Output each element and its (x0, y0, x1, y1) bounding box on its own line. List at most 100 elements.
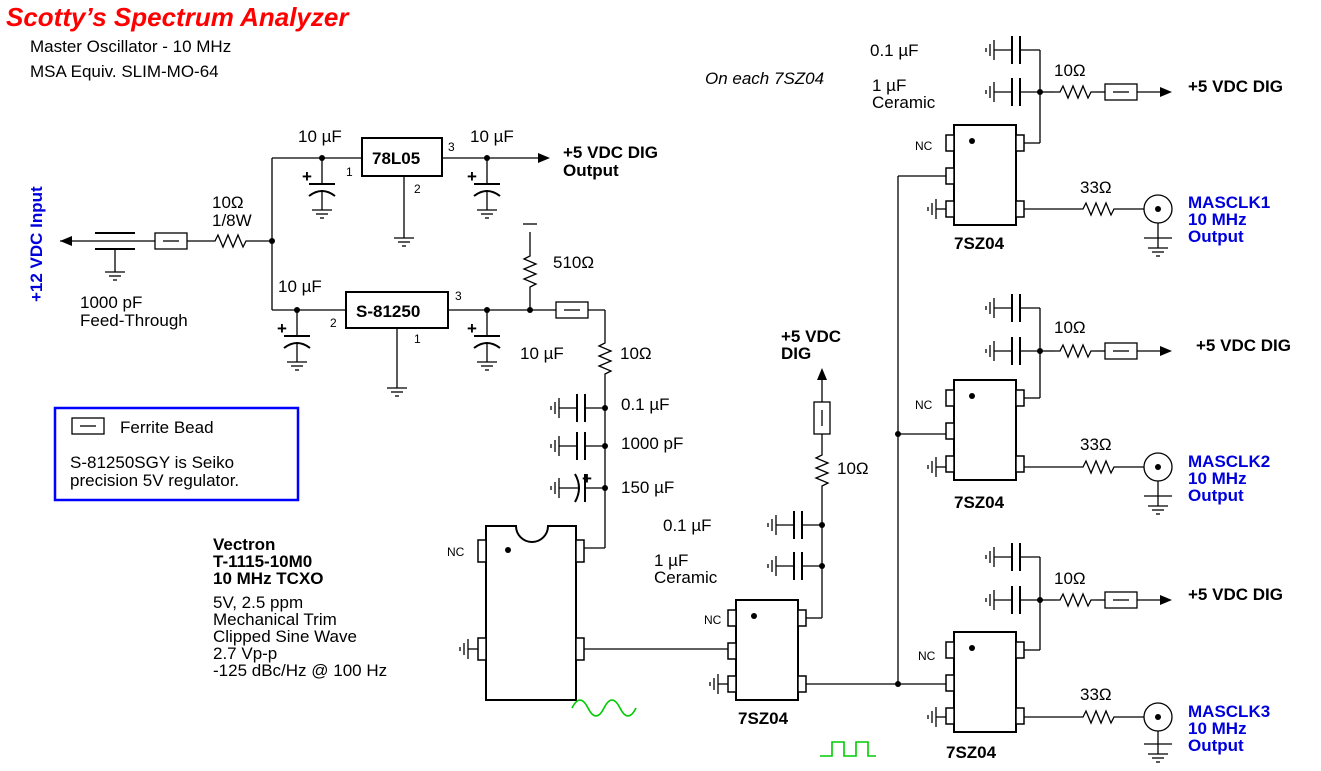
out2-ferrite-bead (1104, 342, 1138, 360)
out1-gate-name: 7SZ04 (954, 234, 1005, 253)
out1-coax-connector (1143, 194, 1173, 224)
buffer-resistor-value: 10Ω (837, 459, 869, 478)
reg1-cap-in-value: 10 µF (298, 127, 342, 146)
out1-ferrite-bead (1104, 83, 1138, 101)
reg1-input-cap (301, 157, 336, 219)
reg1-name: 78L05 (372, 149, 420, 168)
out2-cap-0p1 (985, 293, 1041, 323)
out1-supply-r-value: 10Ω (1054, 61, 1086, 80)
reg2-cap-in-value: 10 µF (278, 277, 322, 296)
out2-output: Output (1188, 486, 1244, 505)
tcxo-line-2: T-1115-10M0 (213, 552, 312, 571)
out1-cap-2-value: 1 µF (872, 76, 906, 95)
tcxo-nc-label: NC (447, 545, 465, 559)
out3-cap-1u (985, 585, 1041, 615)
reg2-series-resistor (598, 337, 612, 379)
reg2-series-value: 10Ω (620, 344, 652, 363)
note-each-7sz04: On each 7SZ04 (705, 69, 824, 88)
input-resistor-rating: 1/8W (212, 211, 252, 230)
out3-supply-resistor (1054, 593, 1096, 607)
buffer-cap-2-type: Ceramic (654, 568, 718, 587)
buffer-cap-1u (767, 551, 823, 581)
reg2-cap-out-value: 10 µF (520, 344, 564, 363)
out1-cap-1u (985, 77, 1041, 107)
out3-clk-name: MASCLK3 (1188, 702, 1270, 721)
out3-coax-connector (1143, 702, 1173, 732)
buffer-supply-resistor (815, 449, 829, 491)
out2-freq: 10 MHz (1188, 469, 1247, 488)
out3-ferrite-bead (1104, 591, 1138, 609)
legend-ferrite-symbol (71, 417, 105, 435)
out3-series-r-value: 33Ω (1080, 685, 1112, 704)
svg-text:+: + (582, 469, 592, 488)
output-stage-3 (927, 542, 1173, 763)
out3-cap-0p1 (985, 542, 1041, 572)
input-resistor (209, 234, 251, 248)
tcxo-spec-1: 5V, 2.5 ppm (213, 593, 303, 612)
reg2-pin-out: 3 (455, 289, 462, 303)
tcxo-spec-2: Mechanical Trim (213, 610, 337, 629)
reg1-pin-out: 3 (448, 140, 455, 154)
buffer-supply-1: +5 VDC (781, 327, 841, 346)
out3-freq: 10 MHz (1188, 719, 1247, 738)
bypass-cap-150u: + (550, 469, 605, 503)
buffer-cap-1-value: 0.1 µF (663, 516, 712, 535)
out2-nc-label: NC (915, 398, 933, 412)
reg1-output-cap (466, 157, 501, 219)
reg2-pullup-value: 510Ω (553, 253, 594, 272)
out1-supply-label: +5 VDC DIG (1188, 77, 1283, 96)
tcxo-spec-3: Clipped Sine Wave (213, 627, 357, 646)
buffer-cap-2-value: 1 µF (654, 551, 688, 570)
buffer-nc-label: NC (704, 613, 722, 627)
out3-gate-name: 7SZ04 (946, 743, 997, 762)
legend-ferrite-label: Ferrite Bead (120, 418, 214, 437)
out2-series-resistor (1077, 460, 1119, 474)
reg1-pin-gnd: 2 (414, 182, 421, 196)
out3-series-resistor (1077, 710, 1119, 724)
reg1-pin-in: 1 (346, 165, 353, 179)
feedthrough-cap (95, 232, 155, 281)
input-resistor-value: 10Ω (212, 193, 244, 212)
page-title: Scotty’s Spectrum Analyzer (6, 2, 350, 32)
reg2-input-cap (276, 309, 311, 371)
tcxo-spec-5: -125 dBc/Hz @ 100 Hz (213, 661, 387, 680)
out2-cap-1u (985, 336, 1041, 366)
out1-cap-0p1 (985, 35, 1041, 65)
out1-cap-2-type: Ceramic (872, 93, 936, 112)
buffer-supply-arrow (817, 368, 827, 380)
out1-output: Output (1188, 227, 1244, 246)
tcxo-spec-4: 2.7 Vp-p (213, 644, 277, 663)
out1-series-r-value: 33Ω (1080, 178, 1112, 197)
out2-gate-name: 7SZ04 (954, 493, 1005, 512)
out2-series-r-value: 33Ω (1080, 435, 1112, 454)
bypass-3-value: 150 µF (621, 478, 674, 497)
out2-clk-name: MASCLK2 (1188, 452, 1270, 471)
reg-78l05 (361, 137, 443, 177)
out1-series-resistor (1077, 202, 1119, 216)
out3-nc-label: NC (918, 649, 936, 663)
tcxo-package (477, 525, 585, 701)
out3-output: Output (1188, 736, 1244, 755)
subtitle-oscillator: Master Oscillator - 10 MHz (30, 37, 231, 56)
input-label: +12 VDC Input (27, 186, 46, 302)
reg1-output-label: +5 VDC DIG (563, 143, 658, 162)
buffer-ferrite-bead (813, 401, 831, 435)
feedthrough-value: 1000 pF (80, 293, 142, 312)
out2-supply-resistor (1054, 344, 1096, 358)
out1-supply-resistor (1054, 85, 1096, 99)
input-arrow (60, 236, 95, 246)
bypass-cap-1000p (550, 431, 606, 461)
square-wave-icon (820, 741, 876, 757)
subtitle-equiv: MSA Equiv. SLIM-MO-64 (30, 62, 219, 81)
bypass-1-value: 0.1 µF (621, 395, 670, 414)
legend-box (53, 406, 300, 502)
out3-supply-label: +5 VDC DIG (1188, 585, 1283, 604)
reg1-output-arrow (538, 153, 550, 163)
output-stage-1 (927, 35, 1173, 257)
out2-supply-r-value: 10Ω (1054, 318, 1086, 337)
output-stage-2 (927, 293, 1173, 515)
buffer-cap-0p1 (767, 510, 823, 540)
buffer-gate (727, 599, 807, 701)
tcxo-line-3: 10 MHz TCXO (213, 569, 324, 588)
